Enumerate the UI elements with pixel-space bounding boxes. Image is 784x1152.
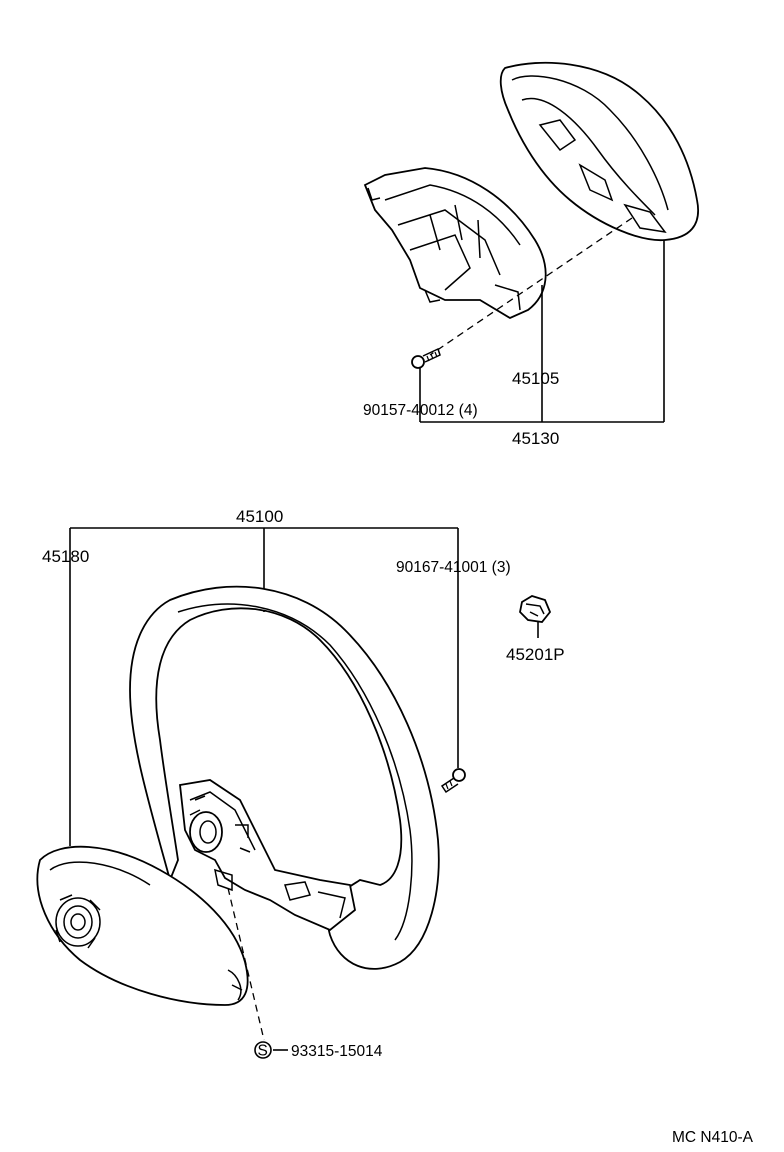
figure-reference: MC N410-A (672, 1129, 754, 1146)
part-label-45201p: 45201P (506, 645, 565, 664)
clip-part[interactable] (519, 595, 552, 623)
sensor-alignment-line (227, 887, 265, 1041)
pad-screw[interactable] (411, 347, 441, 369)
part-label-45105: 45105 (512, 369, 559, 388)
part-label-45180: 45180 (42, 547, 89, 566)
part-label-45130: 45130 (512, 429, 559, 448)
steering-wheel-hub[interactable] (179, 779, 356, 932)
special-part-symbol-letter: S (258, 1043, 268, 1060)
part-label-45100: 45100 (236, 507, 283, 526)
part-label-90167: 90167-41001 (3) (396, 559, 511, 576)
horn-pad-cover[interactable] (499, 61, 699, 241)
part-label-93315: 93315-15014 (291, 1043, 383, 1060)
pad-alignment-line (429, 217, 633, 356)
part-label-90157: 90157-40012 (4) (363, 402, 478, 419)
wheel-screw[interactable] (440, 768, 466, 794)
horn-pad-bracket[interactable] (363, 167, 547, 320)
special-part-symbol (254, 1041, 272, 1059)
steering-column-cover[interactable] (36, 845, 249, 1006)
